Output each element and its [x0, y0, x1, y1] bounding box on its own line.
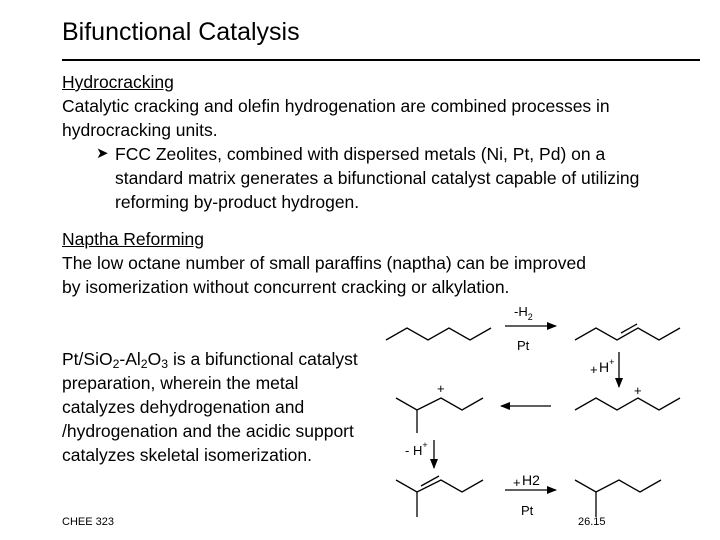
catalyst-formula-part: O: [147, 349, 162, 369]
catalyst-paragraph: Pt/SiO2-Al2O3 is a bifunctional catalyst…: [62, 347, 362, 467]
catalyst-description: is a bifunctional catalyst preparation, …: [62, 349, 358, 465]
naptha-heading: Naptha Reforming: [62, 229, 205, 249]
n-hexane-structure: [385, 327, 492, 341]
dehydrogenation-label: -H2: [514, 304, 533, 322]
catalyst-formula-part: Pt/SiO: [62, 349, 113, 369]
hydrocracking-section: Hydrocracking Catalytic cracking and ole…: [62, 70, 702, 142]
title-underline: [62, 59, 700, 61]
hydrocracking-heading: Hydrocracking: [62, 72, 174, 92]
methylpentane-structure: [574, 479, 662, 493]
hydrogenation-label: H2: [522, 472, 540, 488]
hydrogenation-plus-label: +: [513, 475, 521, 490]
cation-charge-left: +: [437, 381, 445, 396]
dehydrogenation-catalyst-label: Pt: [517, 338, 530, 353]
naptha-section: Naptha Reforming The low octane number o…: [62, 227, 602, 299]
protonation-plus-label: +: [590, 362, 598, 377]
secondary-cation-structure: [574, 397, 681, 411]
branched-olefin-structure: [395, 479, 484, 493]
hexene-structure: [574, 327, 681, 341]
cation-charge-right: +: [634, 383, 642, 398]
catalyst-formula-sub: 2: [112, 357, 120, 372]
zeolite-bullet-text: FCC Zeolites, combined with dispersed me…: [115, 144, 640, 212]
catalyst-formula-sub: 3: [161, 357, 169, 372]
zeolite-bullet: ➤ FCC Zeolites, combined with dispersed …: [96, 142, 656, 214]
catalyst-formula-part: -Al: [119, 349, 141, 369]
hydrocracking-text: Catalytic cracking and olefin hydrogenat…: [62, 96, 610, 140]
slide-title: Bifunctional Catalysis: [62, 18, 300, 46]
hydrogenation-catalyst-label: Pt: [521, 503, 534, 518]
footer-page-number: 26.15: [578, 516, 606, 528]
catalyst-formula-sub: 2: [140, 357, 148, 372]
protonation-label: H+: [599, 357, 614, 375]
branched-cation-structure: [395, 397, 484, 411]
deprotonation-label: - H+: [405, 440, 428, 458]
footer-course: CHEE 323: [62, 516, 114, 528]
naptha-text: The low octane number of small paraffins…: [62, 253, 586, 297]
arrow-bullet-icon: ➤: [96, 145, 109, 162]
